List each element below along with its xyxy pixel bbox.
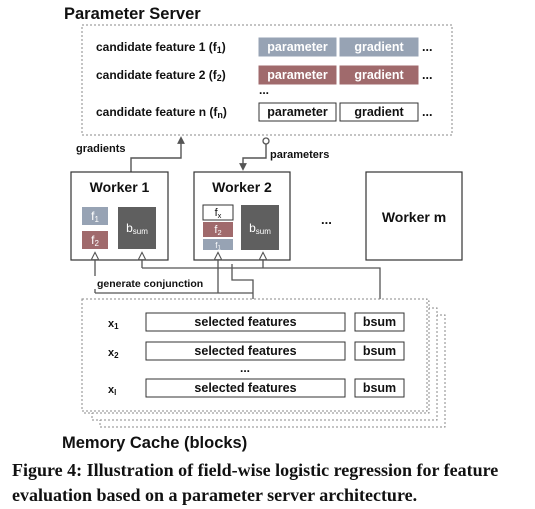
feature-block-f1 (82, 207, 108, 225)
selected-features-label: selected features (194, 381, 296, 395)
selected-features-cell (145, 378, 346, 398)
worker-title: Worker m (382, 209, 446, 225)
gradient-cell-label: gradient (354, 105, 404, 119)
cache-vertical-ellipsis: ... (240, 361, 250, 375)
feature-block-label: f2 (91, 233, 99, 248)
feature-block-f2 (203, 222, 233, 237)
parameter-server-title: Parameter Server (64, 5, 201, 23)
bsum-cell-label: bsum (363, 381, 396, 395)
workers-ellipsis: ... (321, 212, 332, 227)
worker-1: Worker 1 f1 f2 bsum (70, 171, 169, 261)
ps-row-label: candidate feature 1 (f1) (96, 40, 226, 55)
ps-row-2: candidate feature 2 (f2) parameter gradi… (96, 65, 432, 85)
parameters-source-dot (262, 137, 270, 145)
row-ellipsis: ... (422, 40, 432, 54)
parameter-cell-label: parameter (267, 105, 328, 119)
worker-title: Worker 1 (90, 179, 150, 195)
memory-cache-title: Memory Cache (blocks) (62, 434, 247, 452)
bsum-cell (354, 378, 405, 398)
bsum-block (118, 207, 156, 249)
bsum-cell-label: bsum (363, 344, 396, 358)
gradient-cell (339, 102, 419, 122)
feature-block-label: f2 (214, 224, 221, 237)
feature-block-fx (202, 204, 234, 221)
worker-title: Worker 2 (212, 179, 272, 195)
feature-block-label: f1 (91, 209, 99, 224)
cache-row-2: x2 selected features bsum (108, 341, 405, 361)
worker-2: Worker 2 fx f2 f1 bsum (193, 171, 291, 261)
bsum-cell-label: bsum (363, 315, 396, 329)
block-id: x2 (108, 347, 119, 360)
selected-features-cell (145, 341, 346, 361)
gradient-cell (339, 37, 419, 57)
gradients-arrow (130, 136, 185, 172)
bsum-label: bsum (126, 221, 148, 236)
block-id: xl (108, 384, 116, 397)
parameter-cell-label: parameter (267, 40, 328, 54)
selected-features-label: selected features (194, 344, 296, 358)
gradient-cell (339, 65, 419, 85)
parameters-arrow (239, 144, 267, 171)
row-ellipsis: ... (422, 105, 432, 119)
bsum-block (241, 205, 279, 250)
ps-row-n: candidate feature n (fn) parameter gradi… (96, 102, 432, 122)
parameter-server-box (81, 24, 453, 136)
feature-block-label: f1 (215, 241, 221, 252)
bsum-label: bsum (249, 221, 271, 236)
feature-block-f1 (203, 239, 233, 250)
bsum-cell (354, 341, 405, 361)
cache-row-l: xl selected features bsum (108, 378, 405, 398)
gradients-label: gradients (76, 143, 126, 155)
ps-vertical-ellipsis: ... (259, 83, 269, 97)
feature-block-label: fx (215, 207, 222, 220)
gradient-cell-label: gradient (354, 68, 404, 82)
feature-block-f2 (82, 231, 108, 249)
bsum-cell (354, 312, 405, 332)
ps-row-label: candidate feature n (fn) (96, 105, 227, 120)
parameter-cell (258, 65, 337, 85)
parameter-cell (258, 37, 337, 57)
worker-m: Worker m (365, 171, 463, 261)
gradient-cell-label: gradient (354, 40, 404, 54)
selected-features-cell (145, 312, 346, 332)
generate-label-bg (94, 276, 214, 289)
parameter-cell-label: parameter (267, 68, 328, 82)
row-ellipsis: ... (422, 68, 432, 82)
figure-caption: Figure 4: Illustration of field-wise log… (12, 460, 499, 505)
ps-row-label: candidate feature 2 (f2) (96, 68, 226, 83)
block-id: x1 (108, 318, 119, 331)
cache-row-1: x1 selected features bsum (108, 312, 405, 332)
parameter-cell (258, 102, 337, 122)
selected-features-label: selected features (194, 315, 296, 329)
ps-row-1: candidate feature 1 (f1) parameter gradi… (96, 37, 432, 57)
parameters-label: parameters (270, 149, 329, 161)
generate-conjunction-label: generate conjunction (97, 278, 203, 290)
